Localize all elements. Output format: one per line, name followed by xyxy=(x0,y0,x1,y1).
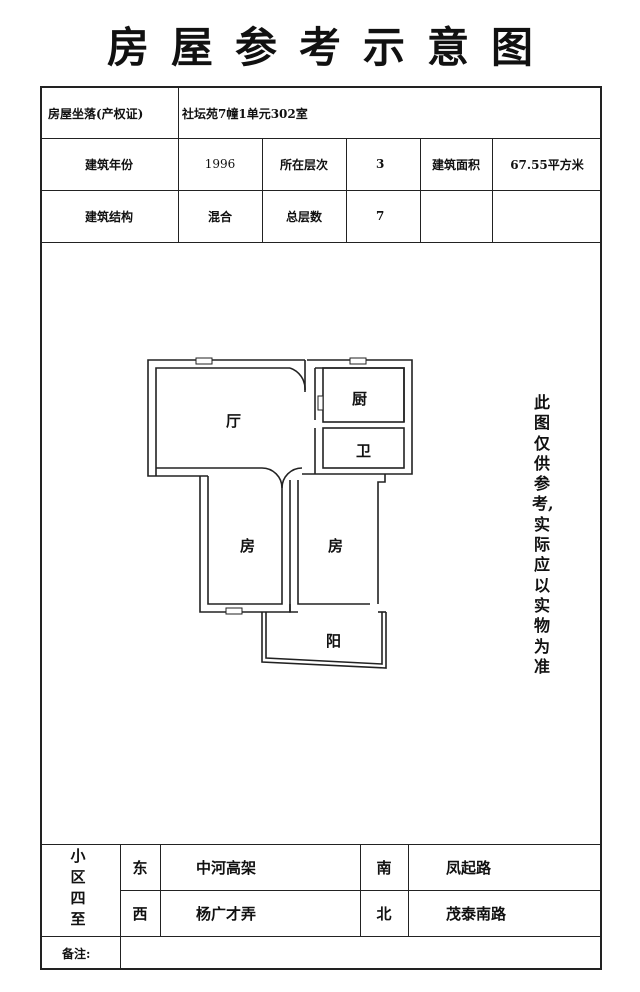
structure-label: 建筑结构 xyxy=(84,209,133,224)
grid-line xyxy=(360,844,361,936)
structure-value: 混合 xyxy=(207,209,232,224)
year-value: 1996 xyxy=(204,157,236,171)
room-label-living: 厅 xyxy=(226,412,242,430)
room-label-balcony: 阳 xyxy=(326,632,342,650)
west-value: 杨广才弄 xyxy=(196,904,257,923)
location-value: 社坛苑7幢1单元302室 xyxy=(182,106,308,121)
grid-line xyxy=(40,190,602,191)
year-label: 建筑年份 xyxy=(84,157,133,172)
total-floors-value: 7 xyxy=(376,209,385,223)
document-frame xyxy=(40,86,602,970)
reference-note: 此图仅 供参考, 实际应 以实物 为准 xyxy=(532,393,554,676)
grid-line xyxy=(160,844,161,936)
grid-line xyxy=(420,138,421,242)
south-label: 南 xyxy=(376,858,392,877)
grid-line xyxy=(40,936,602,937)
room1-inner-wall xyxy=(207,476,283,605)
room-label-room2: 房 xyxy=(328,537,344,555)
room2-wall xyxy=(289,604,298,613)
living-inner-wall xyxy=(155,367,290,476)
grid-line xyxy=(40,844,602,845)
total-floors-label: 总层数 xyxy=(285,209,322,224)
grid-line xyxy=(408,844,409,936)
bath-box xyxy=(322,427,405,469)
room1-wall xyxy=(199,476,291,613)
living-wall xyxy=(147,359,305,477)
window xyxy=(195,357,213,365)
location-label: 房屋坐落(产权证) xyxy=(48,106,144,121)
window xyxy=(349,357,367,365)
north-value: 茂泰南路 xyxy=(446,904,507,923)
area-value: 67.55平方米 xyxy=(510,157,584,172)
floor-value: 3 xyxy=(376,157,385,171)
kitchen-box xyxy=(322,367,405,423)
north-label: 北 xyxy=(376,904,392,923)
living-door-arc xyxy=(289,367,306,391)
east-label: 东 xyxy=(132,858,148,877)
south-value: 凤起路 xyxy=(446,858,492,877)
grid-line xyxy=(346,138,347,242)
door-arc xyxy=(261,467,283,489)
grid-line xyxy=(40,138,602,139)
window xyxy=(317,395,324,411)
grid-line xyxy=(40,242,602,243)
grid-line xyxy=(120,890,602,891)
room2-wall xyxy=(377,474,386,604)
room2-inner-wall xyxy=(297,480,370,605)
floor-label: 所在层次 xyxy=(279,157,328,172)
grid-line xyxy=(120,844,121,970)
room-label-bath: 卫 xyxy=(356,442,372,460)
balcony-inner-wall xyxy=(265,612,383,665)
grid-line xyxy=(492,138,493,242)
room-label-kitchen: 厨 xyxy=(352,390,368,408)
page-title: 房屋参考示意图 xyxy=(106,23,555,72)
area-label: 建筑面积 xyxy=(431,157,480,172)
surroundings-label: 小 区 四 至 xyxy=(70,847,86,928)
window xyxy=(225,607,243,615)
balcony-wall xyxy=(261,612,387,669)
east-value: 中河高架 xyxy=(196,858,257,877)
room-label-room1: 房 xyxy=(240,537,256,555)
door-arc xyxy=(281,467,303,489)
remarks-label: 备注: xyxy=(62,946,91,961)
grid-line xyxy=(178,86,179,242)
grid-line xyxy=(262,138,263,242)
west-label: 西 xyxy=(132,904,148,923)
